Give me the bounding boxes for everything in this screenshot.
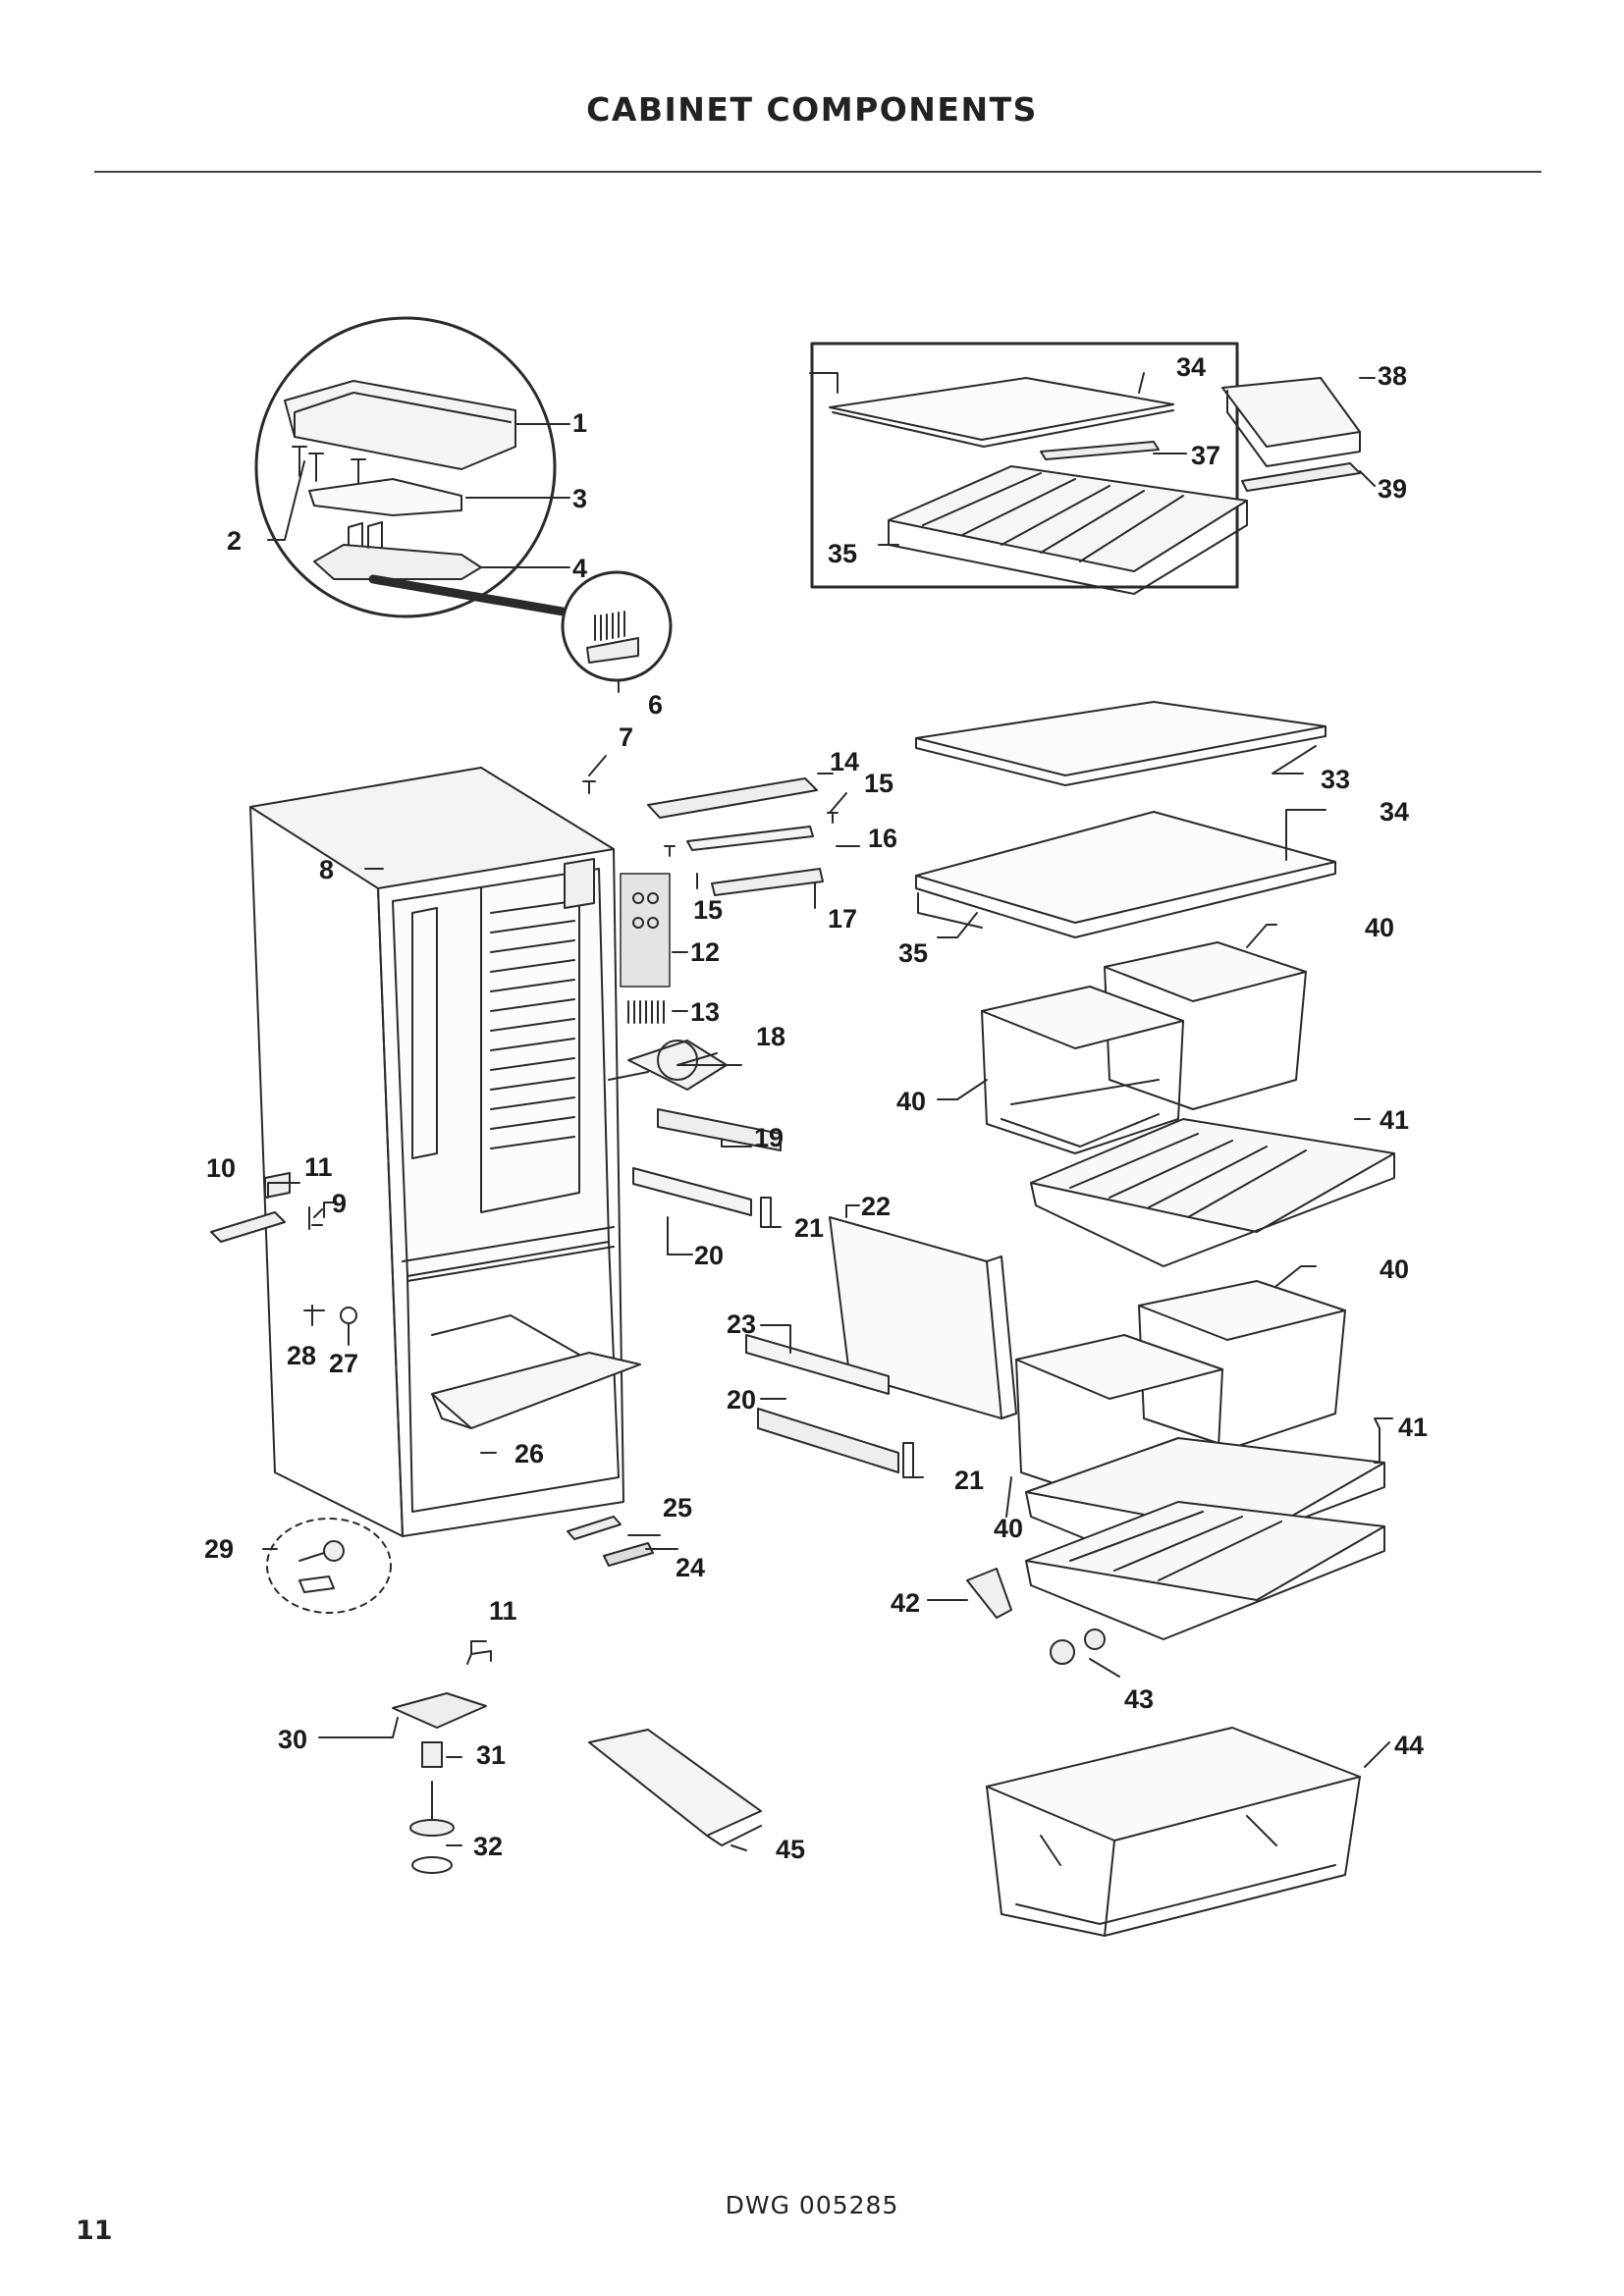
foot-assembly: [392, 1650, 492, 1874]
callout-43: 43: [1124, 1684, 1154, 1714]
drawer-rails: [632, 1108, 1017, 1478]
lower-crisper-bins: [1015, 1280, 1346, 1503]
callout-41-upper: 41: [1380, 1105, 1409, 1135]
callout-15-bottom: 15: [693, 895, 723, 925]
callout-29: 29: [204, 1534, 234, 1564]
callout-33: 33: [1321, 765, 1350, 794]
callout-40-upper-right: 40: [1365, 913, 1394, 942]
inset-box: [810, 342, 1361, 595]
callout-26: 26: [514, 1439, 544, 1468]
callout-28: 28: [287, 1341, 316, 1370]
callout-19: 19: [754, 1123, 784, 1152]
callout-4: 4: [572, 554, 587, 583]
callout-1: 1: [572, 408, 587, 438]
callout-30: 30: [278, 1725, 307, 1754]
callout-23: 23: [727, 1309, 756, 1339]
callout-41-lower: 41: [1398, 1413, 1428, 1442]
callout-32: 32: [473, 1832, 503, 1861]
callout-38: 38: [1378, 361, 1407, 391]
misc-small-parts: [567, 1516, 1106, 1846]
callout-15-top: 15: [864, 769, 893, 798]
callout-12: 12: [690, 937, 720, 967]
callout-31: 31: [476, 1740, 506, 1770]
callout-6: 6: [648, 690, 663, 720]
callout-20-top: 20: [694, 1241, 724, 1270]
lower-drawer-trays: [1025, 1437, 1385, 1640]
fridge-shelves: [915, 701, 1336, 938]
callout-7: 7: [619, 722, 633, 752]
refrigerator-cabinet: [249, 767, 641, 1537]
callout-10: 10: [206, 1153, 236, 1183]
callout-40-upper-left: 40: [896, 1087, 926, 1116]
connector-detail-circle: [561, 570, 673, 682]
callout-22: 22: [861, 1192, 891, 1221]
top-hinge-detail: [254, 316, 557, 618]
leader-lines: [262, 372, 1393, 1851]
callout-45: 45: [776, 1835, 805, 1864]
callout-34-inset: 34: [1176, 352, 1206, 382]
callout-14: 14: [830, 747, 859, 776]
upper-drawer-tray: [1030, 1118, 1395, 1267]
callout-24: 24: [676, 1553, 705, 1582]
callout-16: 16: [868, 824, 897, 853]
callout-20-bottom: 20: [727, 1385, 756, 1415]
callout-11-bottom: 11: [489, 1596, 517, 1626]
callout-37: 37: [1191, 441, 1220, 470]
callout-40-lower-right: 40: [1380, 1255, 1409, 1284]
callout-35-inset: 35: [828, 539, 857, 568]
title-rule: [94, 171, 1542, 173]
callout-34: 34: [1380, 797, 1409, 827]
page-title: CABINET COMPONENTS: [586, 90, 1038, 129]
callout-39: 39: [1378, 474, 1407, 504]
callout-11-top: 11: [304, 1152, 333, 1182]
callout-21-bottom: 21: [954, 1466, 984, 1495]
control-parts: [582, 777, 839, 1091]
callout-40-lower-left: 40: [994, 1514, 1023, 1543]
callout-21-top: 21: [794, 1213, 824, 1243]
page-number: 11: [76, 2216, 113, 2246]
callout-35: 35: [898, 938, 928, 968]
upper-crisper-bins: [981, 941, 1307, 1154]
callout-27: 27: [329, 1349, 358, 1378]
crisper-drawer: [986, 1727, 1361, 1937]
callout-44: 44: [1394, 1731, 1424, 1760]
callout-13: 13: [690, 997, 720, 1027]
callout-17: 17: [828, 904, 857, 934]
callout-3: 3: [572, 484, 587, 513]
callout-42: 42: [891, 1588, 920, 1618]
callout-8: 8: [319, 855, 334, 884]
callout-18: 18: [756, 1022, 785, 1051]
callout-labels: 1 2 3 4 6 7 8 9 10 11 11 12 13 14 15 15 …: [204, 352, 1428, 1864]
callout-25: 25: [663, 1493, 692, 1522]
callout-9: 9: [332, 1189, 347, 1218]
callout-2: 2: [227, 526, 242, 556]
drawing-number: DWG 005285: [725, 2191, 899, 2219]
small-hinge-parts: [210, 1172, 392, 1614]
